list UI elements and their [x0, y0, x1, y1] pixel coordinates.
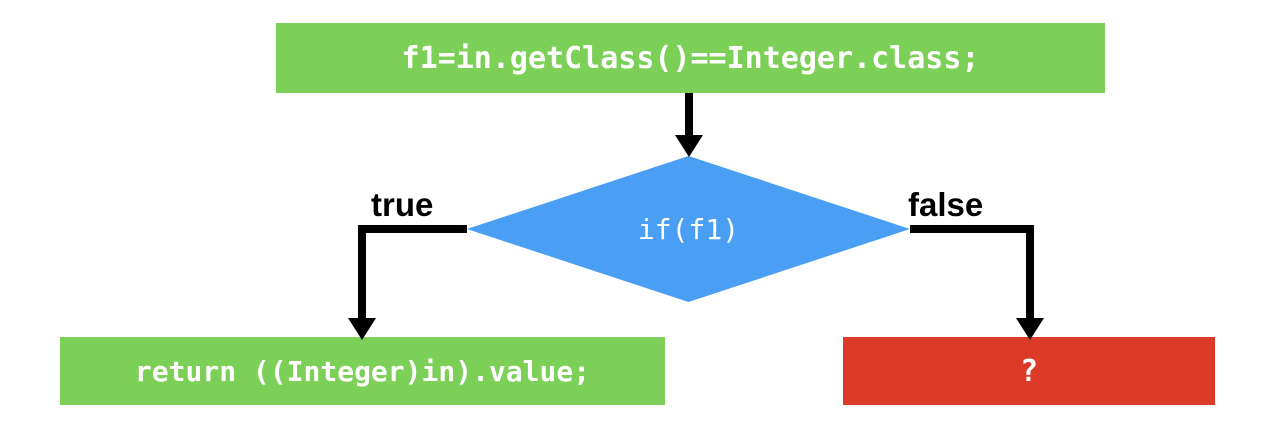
node-decision-shape[interactable] — [467, 156, 910, 302]
edge-assign-to-decision — [675, 93, 703, 157]
edge-decision-false — [910, 225, 1044, 340]
edge-decision-true — [348, 225, 467, 340]
node-return-shape[interactable] — [60, 337, 665, 405]
node-assign-shape[interactable] — [276, 23, 1105, 93]
node-unknown-label: ? — [1019, 353, 1039, 389]
edge-label-true: true — [371, 186, 434, 223]
node-assign-label: f1=in.getClass()==Integer.class; — [401, 40, 980, 76]
node-decision-label: if(f1) — [637, 212, 740, 246]
node-return-label: return ((Integer)in).value; — [134, 354, 591, 388]
node-unknown-shape[interactable] — [843, 337, 1215, 405]
edge-label-false: false — [908, 186, 984, 223]
